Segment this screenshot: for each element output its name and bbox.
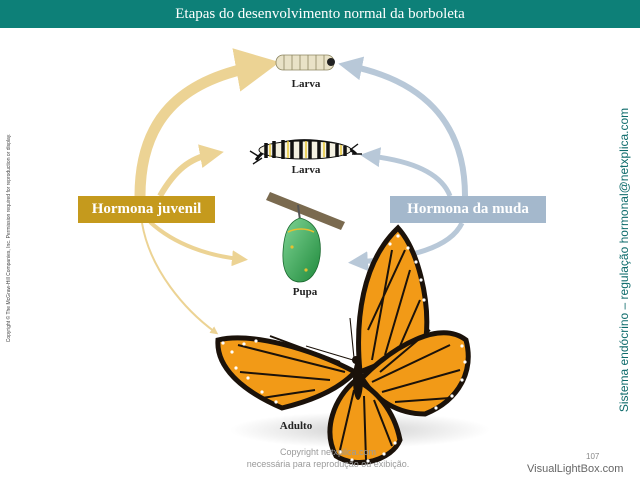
juvenile-arrow-to-pupa <box>148 220 248 267</box>
adult-butterfly-illustration <box>215 224 490 465</box>
watermark: VisualLightBox.com <box>527 463 624 475</box>
site-side-text-content: Sistema endócrino – regulação hormonal@n… <box>617 107 631 413</box>
copyright-side-text-content: Copyright © The McGraw-Hill Companies, I… <box>6 133 12 343</box>
juvenile-arrow-to-larva-early <box>134 48 280 197</box>
stage-label-larva-early: Larva <box>291 78 321 90</box>
page-number: 107 <box>586 452 600 461</box>
juvenile-hormone-text: Hormona juvenil <box>91 201 202 217</box>
stage-label-adult: Adulto <box>279 420 313 432</box>
juvenile-arrow-to-larva-late <box>157 144 224 198</box>
molt-hormone-label: Hormona da muda <box>390 196 546 223</box>
footer-copyright: Copyright netxplica.com necessária para … <box>228 446 428 470</box>
footer-copyright-line2: necessária para reprodução ou exibição. <box>246 459 410 469</box>
juvenile-arrow-to-adult <box>141 222 219 335</box>
larva-late-illustration <box>249 139 362 165</box>
molt-hormone-arrows <box>338 56 468 272</box>
molt-arrow-to-larva-early <box>338 56 468 197</box>
copyright-side-text: Copyright © The McGraw-Hill Companies, I… <box>4 98 14 378</box>
larva-early-illustration <box>275 54 335 71</box>
juvenile-hormone-arrows <box>134 48 280 335</box>
molt-hormone-text: Hormona da muda <box>407 201 529 217</box>
pupa-illustration <box>266 192 345 283</box>
title-bar: Etapas do desenvolvimento normal da borb… <box>0 0 640 28</box>
site-side-text: Sistema endócrino – regulação hormonal@n… <box>612 100 636 420</box>
stage-label-larva-late: Larva <box>291 164 321 176</box>
juvenile-hormone-label: Hormona juvenil <box>78 196 215 223</box>
footer-copyright-line1: Copyright netxplica.com <box>279 447 377 457</box>
stage-label-pupa: Pupa <box>292 286 318 298</box>
page-title: Etapas do desenvolvimento normal da borb… <box>175 5 465 22</box>
molt-arrow-to-larva-late <box>360 147 453 198</box>
